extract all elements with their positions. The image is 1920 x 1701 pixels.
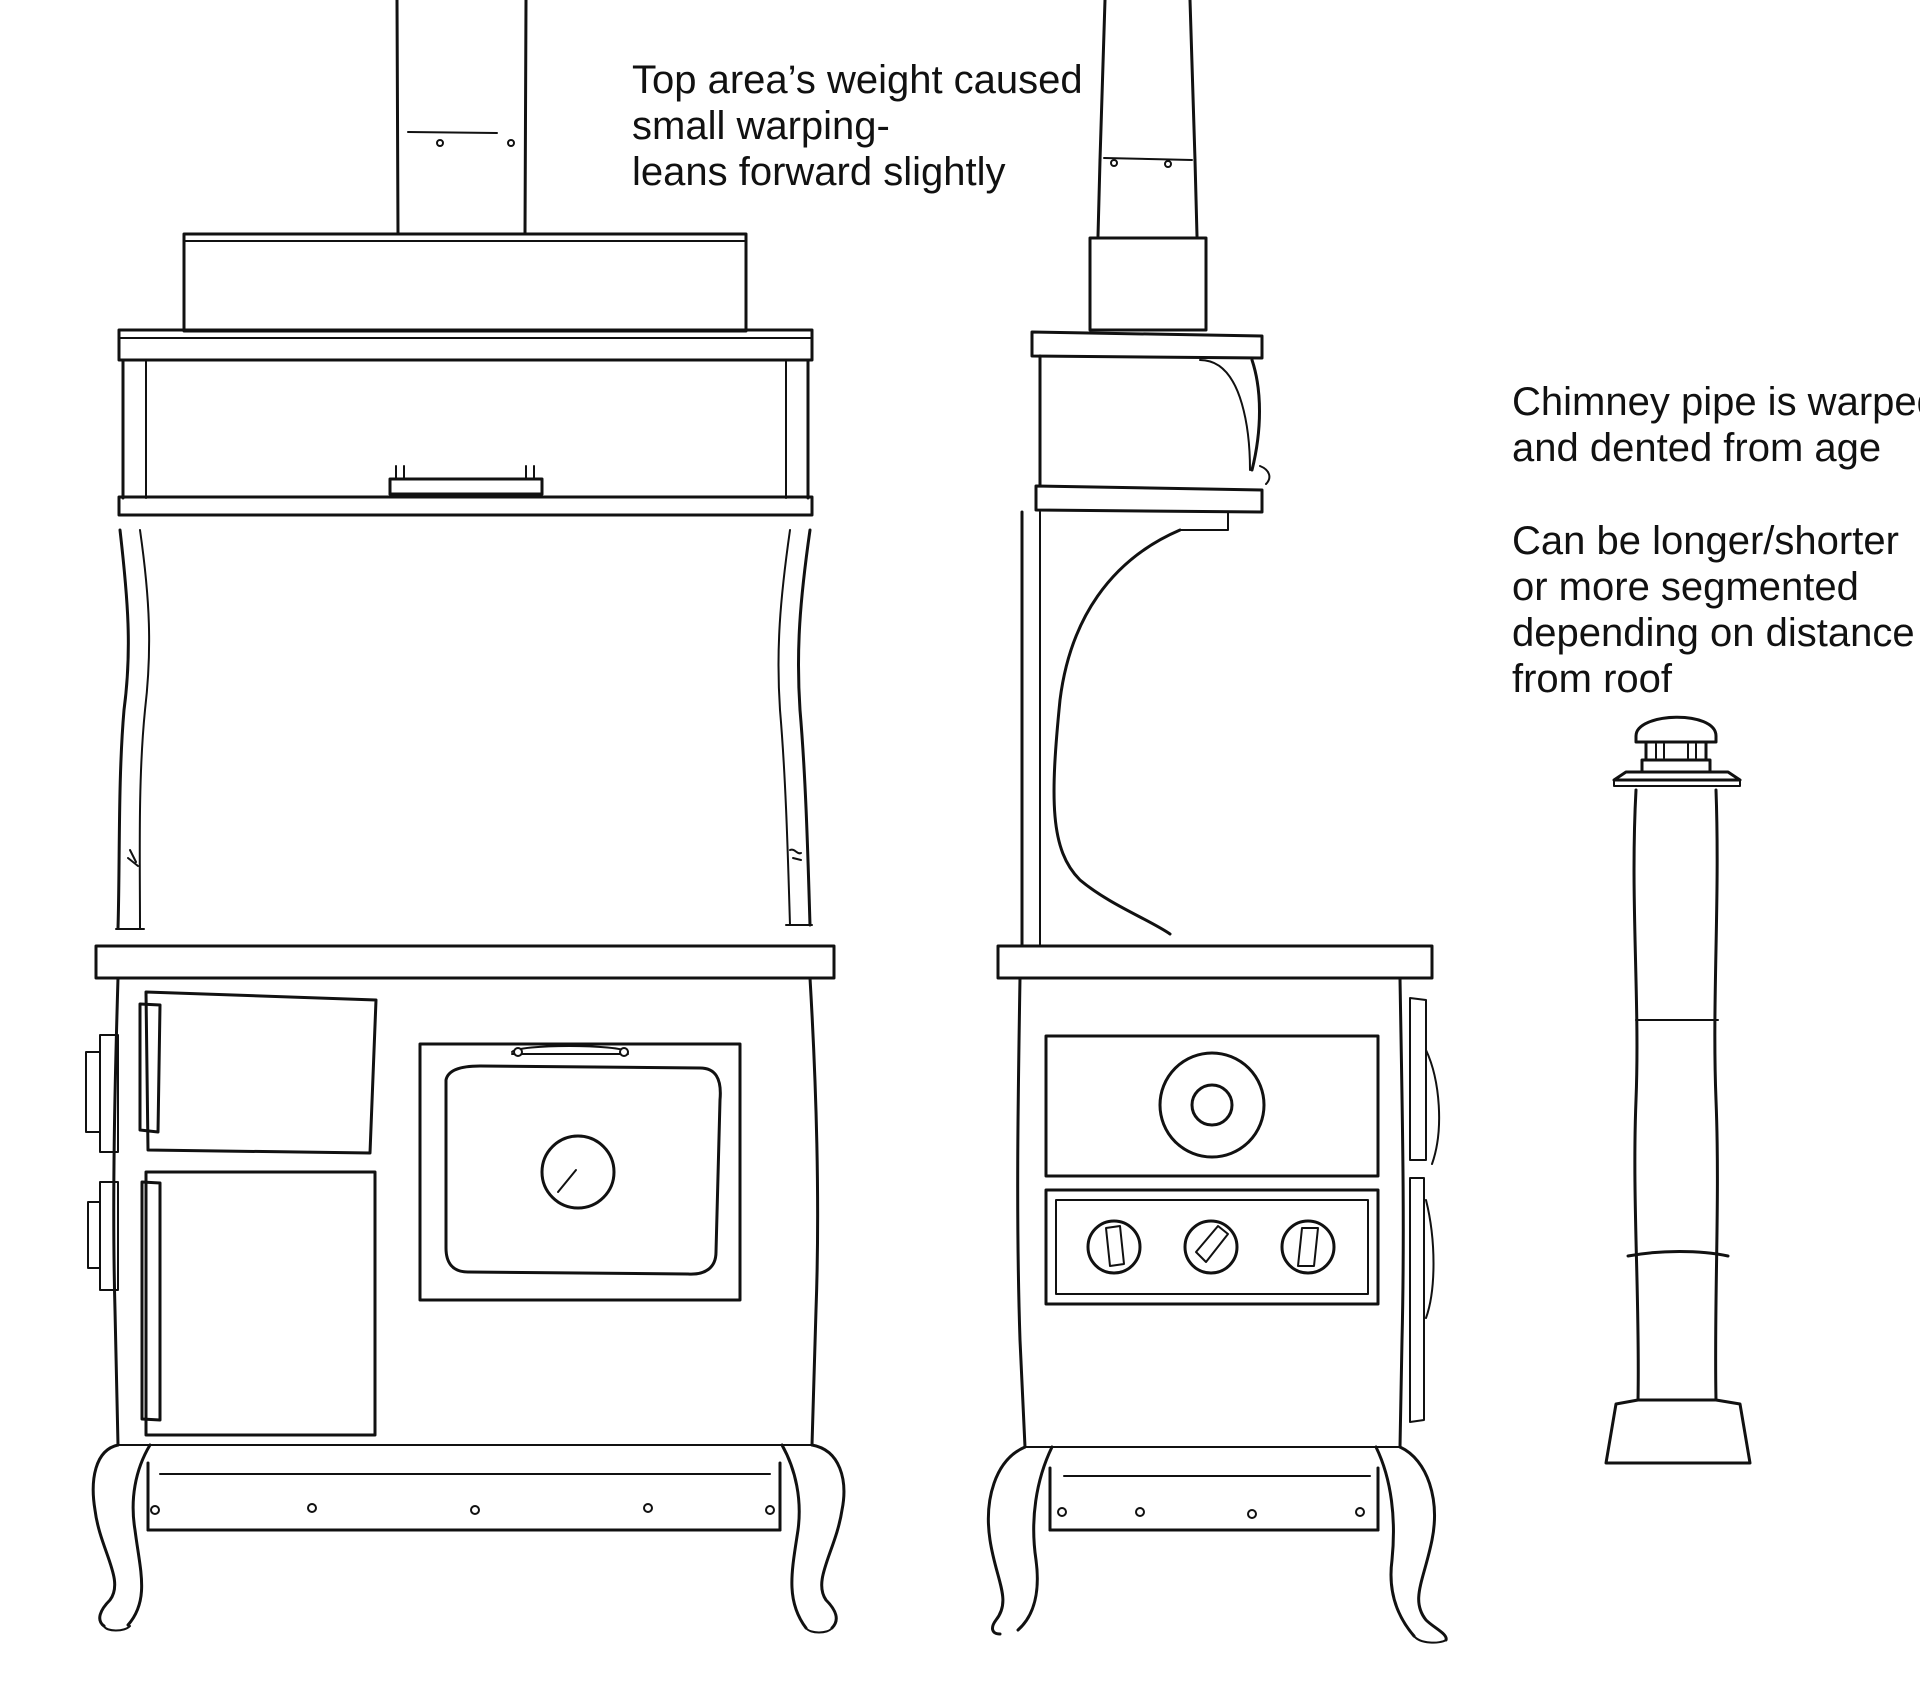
side-door-edges xyxy=(1409,997,1441,1423)
annotation-length: Can be longer/shorter or more segmented … xyxy=(1512,519,1915,701)
chimney-pipe-detail xyxy=(1604,715,1752,1465)
side-base-skirt xyxy=(1048,1466,1380,1532)
annotation-length-line-3: depending on distance xyxy=(1512,611,1915,655)
front-base-skirt xyxy=(146,1461,782,1532)
front-cooktop xyxy=(94,944,836,980)
chimney-collar xyxy=(1612,770,1742,787)
annotation-length-line-2: or more segmented xyxy=(1512,565,1859,609)
side-cooktop xyxy=(996,944,1434,980)
front-upper-shelf xyxy=(117,328,814,500)
annotation-length-line-1: Can be longer/shorter xyxy=(1512,519,1899,563)
front-left-leg xyxy=(91,1443,152,1632)
side-knob-2 xyxy=(1183,1219,1239,1275)
front-ash-door xyxy=(140,1170,377,1437)
front-middle-shelf xyxy=(117,495,814,517)
annotation-top-weight: Top area’s weight caused small warping- … xyxy=(632,58,1083,194)
annotation-top-weight-line-1: Top area’s weight caused xyxy=(632,58,1083,102)
front-side-hinges xyxy=(85,1034,119,1291)
front-warped-supports xyxy=(115,528,813,930)
side-knob-3 xyxy=(1280,1219,1336,1275)
front-right-leg xyxy=(780,1443,846,1634)
side-left-leg xyxy=(986,1445,1054,1636)
chimney-base xyxy=(1604,1398,1752,1465)
side-middle-shelf xyxy=(1034,484,1264,531)
annotation-top-weight-line-3: leans forward slightly xyxy=(632,150,1006,194)
side-right-leg xyxy=(1374,1445,1448,1644)
front-warmer-handle xyxy=(388,465,544,496)
annotation-chimney-pipe-line-1: Chimney pipe is warped xyxy=(1512,380,1920,424)
annotation-top-weight-line-2: small warping- xyxy=(632,104,890,148)
side-chimney xyxy=(1088,0,1208,332)
side-knob-1 xyxy=(1086,1219,1142,1275)
front-firebox-door xyxy=(138,990,378,1155)
stove-side-view xyxy=(986,0,1448,1644)
annotation-length-line-4: from roof xyxy=(1512,657,1673,701)
side-body xyxy=(1016,976,1405,1449)
annotation-chimney-pipe-line-2: and dented from age xyxy=(1512,426,1881,470)
side-top-shelf xyxy=(1030,330,1264,360)
side-upper-panel xyxy=(1044,1034,1380,1178)
front-body xyxy=(112,976,820,1447)
front-oven-door xyxy=(418,1042,742,1302)
side-control-panel xyxy=(1044,1188,1380,1306)
side-warmer-profile xyxy=(1038,354,1271,487)
annotation-chimney-pipe: Chimney pipe is warped and dented from a… xyxy=(1512,380,1920,470)
side-backplate xyxy=(1020,510,1182,948)
chimney-shaft xyxy=(1626,788,1730,1402)
stove-front-view xyxy=(85,0,846,1634)
